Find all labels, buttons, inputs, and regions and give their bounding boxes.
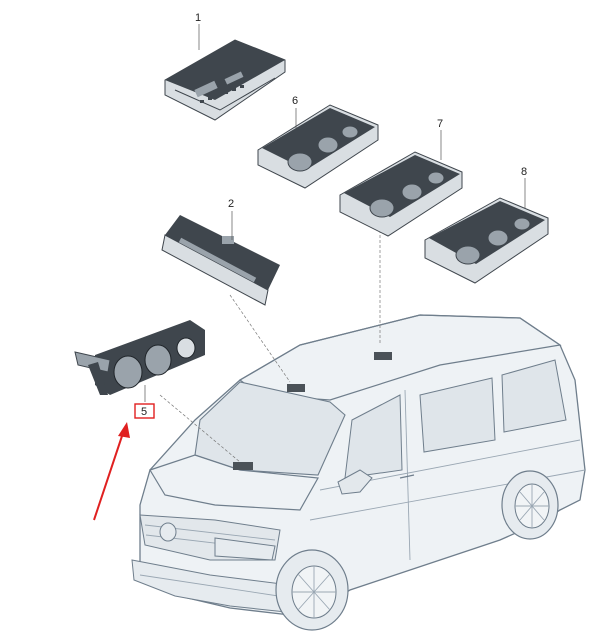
front-wheel bbox=[275, 549, 349, 631]
roof-mount-rear bbox=[374, 352, 392, 360]
callout-2: 2 bbox=[228, 198, 234, 210]
side-window-rear bbox=[501, 359, 567, 433]
callout-leaders bbox=[144, 24, 526, 402]
rear-wheel bbox=[501, 470, 559, 540]
part-7-climate-panel bbox=[339, 151, 463, 237]
brand-emblem bbox=[159, 522, 177, 542]
side-window-front bbox=[344, 394, 403, 479]
part-8-climate-panel bbox=[424, 197, 549, 284]
part-6-climate-panel bbox=[257, 104, 379, 189]
van-illustration bbox=[131, 314, 586, 631]
part-2-switch-panel bbox=[161, 215, 280, 306]
callout-7: 7 bbox=[437, 118, 443, 130]
dash-mount bbox=[233, 462, 253, 470]
callout-1: 1 bbox=[195, 12, 201, 24]
part-1-overhead-console bbox=[164, 39, 286, 121]
roof-mount-front bbox=[287, 384, 305, 392]
leader-lines bbox=[159, 225, 381, 463]
callout-6: 6 bbox=[292, 95, 298, 107]
highlight-box bbox=[134, 403, 155, 419]
hood bbox=[149, 454, 319, 511]
headlight bbox=[214, 537, 276, 561]
callout-8: 8 bbox=[521, 166, 527, 178]
red-arrow bbox=[93, 422, 130, 521]
side-mirror bbox=[337, 469, 373, 495]
side-window-middle bbox=[419, 377, 496, 453]
part-5-light-switch bbox=[74, 320, 205, 395]
callout-5: 5 bbox=[141, 406, 147, 418]
